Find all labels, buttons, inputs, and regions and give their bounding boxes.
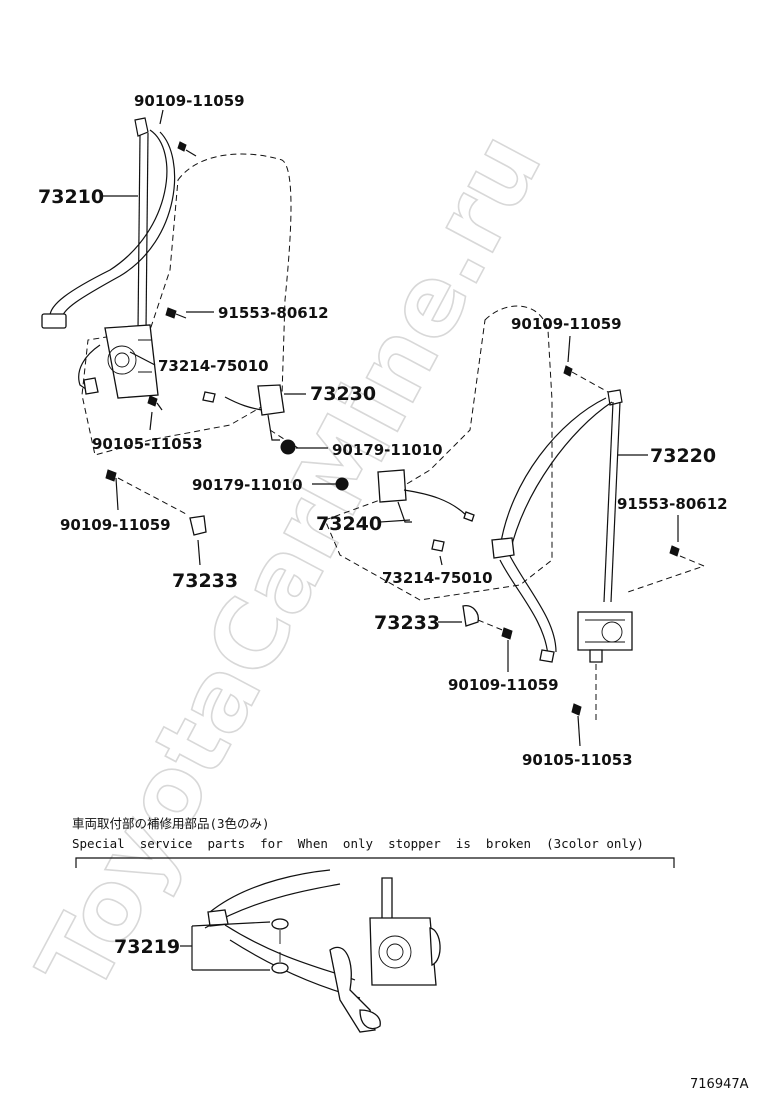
left-seat-outline xyxy=(81,153,299,456)
inset-stopper-illustration xyxy=(204,869,441,1033)
callout-73240: 73240 xyxy=(316,513,382,535)
callout-90109-11059-bottom-left: 90109-11059 xyxy=(60,516,171,534)
callout-90105-11053-left: 90105-11053 xyxy=(92,435,203,453)
service-note-japanese: 車両取付部の補修用部品(3色のみ) xyxy=(72,816,270,831)
callout-90109-11059-bottom-right: 90109-11059 xyxy=(448,676,559,694)
callout-73233-left: 73233 xyxy=(172,570,238,592)
callout-73219: 73219 xyxy=(114,936,180,958)
callout-73233-right: 73233 xyxy=(374,612,440,634)
callout-73230: 73230 xyxy=(310,383,376,405)
right-seat-outline xyxy=(324,305,553,601)
right-seat-belt-assembly xyxy=(335,365,706,720)
inset-leader-lines xyxy=(180,921,271,971)
left-leader-lines xyxy=(100,109,328,566)
callout-90179-11010-left: 90179-11010 xyxy=(332,441,443,459)
callout-91553-80612-left: 91553-80612 xyxy=(218,304,329,322)
callout-73210: 73210 xyxy=(38,186,104,208)
callout-90109-11059-top-left: 90109-11059 xyxy=(134,92,245,110)
callout-91553-80612-right: 91553-80612 xyxy=(617,495,728,513)
callout-73214-75010-right: 73214-75010 xyxy=(382,569,493,587)
callout-90105-11053-right: 90105-11053 xyxy=(522,751,633,769)
callout-73214-75010-left: 73214-75010 xyxy=(158,357,269,375)
service-note-english: Special service parts for When only stop… xyxy=(72,836,644,851)
callout-73220: 73220 xyxy=(650,445,716,467)
figure-reference: 716947A xyxy=(690,1077,749,1092)
right-leader-lines xyxy=(312,335,679,747)
callout-90179-11010-right: 90179-11010 xyxy=(192,476,303,494)
left-seat-belt-assembly xyxy=(41,117,296,536)
inset-frame xyxy=(75,857,675,868)
callout-90109-11059-top-right: 90109-11059 xyxy=(511,315,622,333)
